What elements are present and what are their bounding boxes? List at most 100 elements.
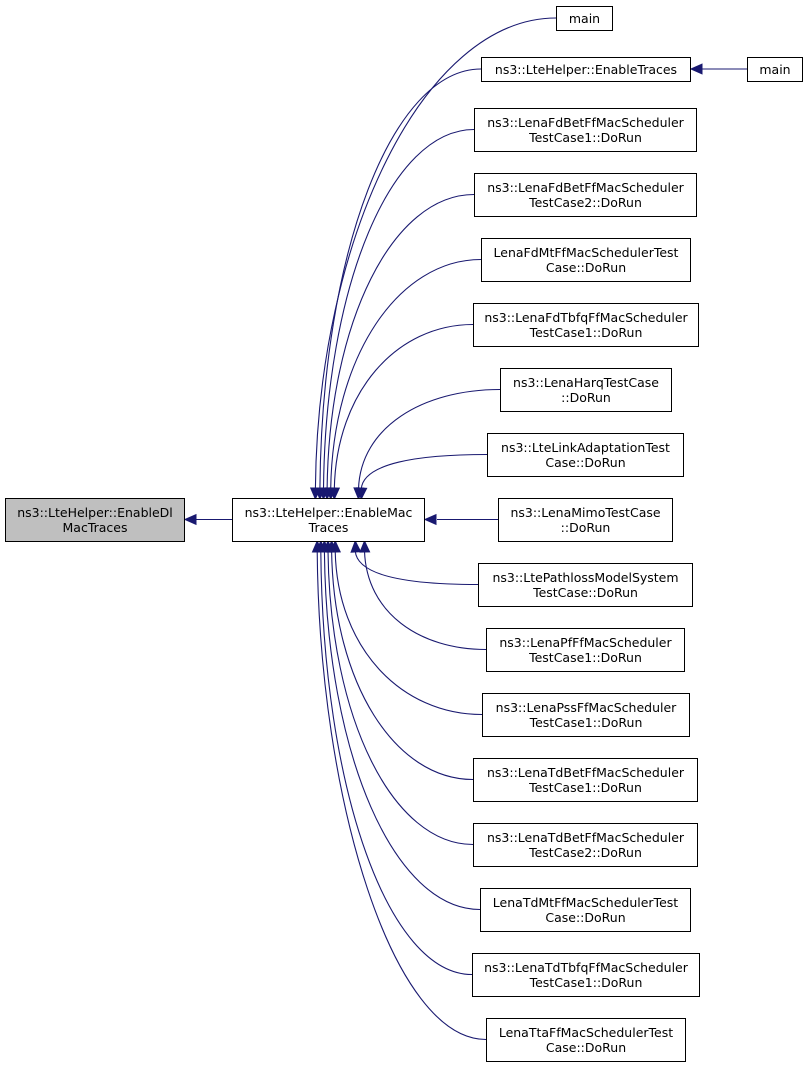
node-caller-10-box: [478, 563, 693, 607]
node-caller-1-box: [556, 6, 613, 31]
node-caller-16-label-line-1: ns3::LenaTdTbfqFfMacScheduler: [484, 960, 689, 975]
node-caller-8-box: [487, 433, 684, 477]
node-caller-3[interactable]: ns3::LenaFdBetFfMacSchedulerTestCase1::D…: [474, 108, 697, 152]
node-caller-1-label-line-1: main: [569, 11, 600, 26]
edge-caller-3: [322, 128, 475, 490]
edge-caller-1: [314, 17, 557, 490]
node-caller-11-box: [486, 628, 685, 672]
node-caller-13[interactable]: ns3::LenaTdBetFfMacSchedulerTestCase1::D…: [473, 758, 698, 802]
node-caller-9-label-line-2: ::DoRun: [561, 520, 611, 535]
node-caller-11-label-line-1: ns3::LenaPfFfMacScheduler: [499, 635, 672, 650]
node-caller-3-label-line-2: TestCase1::DoRun: [528, 130, 642, 145]
node-caller-5-label-line-1: LenaFdMtFfMacSchedulerTest: [494, 245, 679, 260]
node-caller-10[interactable]: ns3::LtePathlossModelSystemTestCase::DoR…: [478, 563, 693, 607]
node-caller-10-label-line-1: ns3::LtePathlossModelSystem: [492, 570, 678, 585]
arrowhead-caller-11: [359, 539, 371, 553]
node-secondary-main[interactable]: main: [747, 57, 803, 82]
node-center-label-line-2: Traces: [308, 520, 349, 535]
node-caller-6-label-line-1: ns3::LenaFdTbfqFfMacScheduler: [484, 310, 688, 325]
node-caller-16[interactable]: ns3::LenaTdTbfqFfMacSchedulerTestCase1::…: [472, 953, 700, 997]
arrowhead-focus: [183, 513, 197, 526]
node-caller-5-box: [481, 238, 691, 282]
node-caller-4-label-line-1: ns3::LenaFdBetFfMacScheduler: [487, 180, 684, 195]
arrowhead-caller-8: [356, 487, 368, 501]
edge-caller-15: [323, 550, 481, 911]
edge-caller-10: [354, 550, 479, 586]
arrowhead-caller-6: [328, 487, 341, 501]
node-caller-6[interactable]: ns3::LenaFdTbfqFfMacSchedulerTestCase1::…: [473, 303, 699, 347]
node-caller-12-label-line-2: TestCase1::DoRun: [529, 715, 643, 730]
node-center-box: [232, 498, 425, 542]
node-caller-17-label-line-2: Case::DoRun: [546, 1040, 626, 1055]
node-caller-11-label-line-2: TestCase1::DoRun: [528, 650, 642, 665]
arrowhead-caller-17: [311, 539, 323, 553]
node-caller-9-box: [498, 498, 673, 542]
edge-caller-11: [363, 550, 487, 651]
node-caller-7-label-line-2: ::DoRun: [561, 390, 611, 405]
node-secondary-main-label-line-1: main: [759, 62, 790, 77]
node-focus-label-line-2: MacTraces: [63, 520, 128, 535]
node-caller-6-label-line-2: TestCase1::DoRun: [529, 325, 643, 340]
node-caller-12[interactable]: ns3::LenaPssFfMacSchedulerTestCase1::DoR…: [482, 693, 690, 737]
node-caller-7-label-line-1: ns3::LenaHarqTestCase: [513, 375, 659, 390]
node-caller-2[interactable]: ns3::LteHelper::EnableTraces: [481, 57, 691, 82]
node-caller-2-box: [481, 57, 691, 82]
node-caller-1[interactable]: main: [556, 6, 613, 31]
node-focus-label-line-1: ns3::LteHelper::EnableDl: [17, 505, 173, 520]
node-caller-4-label-line-2: TestCase2::DoRun: [528, 195, 642, 210]
node-caller-11[interactable]: ns3::LenaPfFfMacSchedulerTestCase1::DoRu…: [486, 628, 685, 672]
node-caller-14-box: [473, 823, 698, 867]
node-caller-13-box: [473, 758, 698, 802]
node-caller-16-box: [472, 953, 700, 997]
edges-layer: [196, 17, 747, 1041]
edge-caller-4: [326, 193, 475, 490]
arrowhead-caller-9: [423, 513, 437, 526]
node-caller-6-box: [473, 303, 699, 347]
edge-caller-13: [331, 550, 474, 781]
node-caller-17-label-line-1: LenaTtaFfMacSchedulerTest: [499, 1025, 673, 1040]
node-caller-12-label-line-1: ns3::LenaPssFfMacScheduler: [496, 700, 678, 715]
node-focus-box: [5, 498, 185, 542]
node-caller-16-label-line-2: TestCase1::DoRun: [529, 975, 643, 990]
node-caller-7-box: [500, 368, 672, 412]
node-caller-5-label-line-2: Case::DoRun: [546, 260, 626, 275]
edge-caller-8: [360, 453, 488, 490]
node-caller-13-label-line-2: TestCase1::DoRun: [528, 780, 642, 795]
node-caller-7[interactable]: ns3::LenaHarqTestCase::DoRun: [500, 368, 672, 412]
node-center-label-line-1: ns3::LteHelper::EnableMac: [245, 505, 413, 520]
edge-caller-14: [327, 550, 474, 846]
node-caller-13-label-line-1: ns3::LenaTdBetFfMacScheduler: [487, 765, 685, 780]
node-caller-9[interactable]: ns3::LenaMimoTestCase::DoRun: [498, 498, 673, 542]
nodes-layer: ns3::LteHelper::EnableDlMacTracesns3::Lt…: [5, 6, 803, 1062]
node-caller-8-label-line-2: Case::DoRun: [545, 455, 625, 470]
node-caller-15-box: [480, 888, 691, 932]
edge-caller-17: [316, 550, 487, 1041]
arrowhead-caller-10: [350, 539, 362, 553]
node-caller-14-label-line-1: ns3::LenaTdBetFfMacScheduler: [487, 830, 685, 845]
edge-caller-6: [333, 323, 474, 490]
node-caller-14[interactable]: ns3::LenaTdBetFfMacSchedulerTestCase2::D…: [473, 823, 698, 867]
node-caller-3-label-line-1: ns3::LenaFdBetFfMacScheduler: [487, 115, 684, 130]
arrowhead-secondary-main: [689, 63, 703, 75]
edge-caller-12: [334, 550, 483, 716]
node-caller-4[interactable]: ns3::LenaFdBetFfMacSchedulerTestCase2::D…: [474, 173, 697, 217]
node-caller-3-box: [474, 108, 697, 152]
node-caller-15-label-line-2: Case::DoRun: [545, 910, 625, 925]
node-caller-15-label-line-1: LenaTdMtFfMacSchedulerTest: [493, 895, 678, 910]
edge-caller-16: [320, 550, 473, 976]
node-caller-10-label-line-2: TestCase::DoRun: [532, 585, 638, 600]
node-caller-14-label-line-2: TestCase2::DoRun: [528, 845, 642, 860]
arrowheads-layer: [183, 63, 703, 553]
edge-caller-5: [330, 258, 482, 490]
node-secondary-main-box: [747, 57, 803, 82]
edge-caller-2: [319, 68, 482, 490]
node-caller-2-label-line-1: ns3::LteHelper::EnableTraces: [495, 62, 677, 77]
node-caller-12-box: [482, 693, 690, 737]
